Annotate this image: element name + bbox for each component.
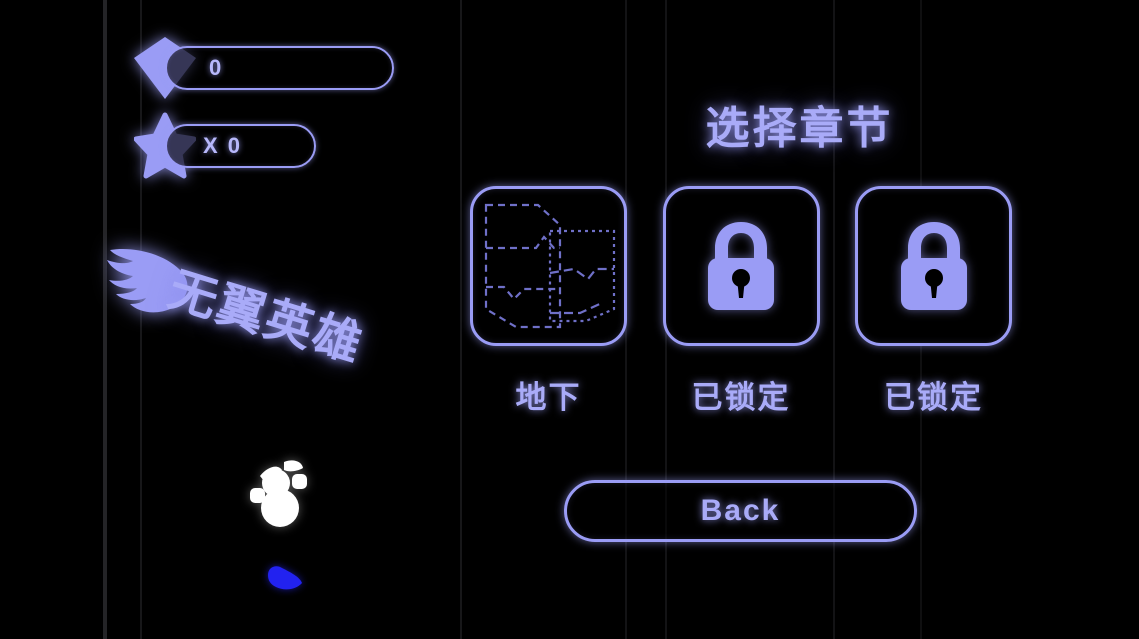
star-count-value: X 0 bbox=[203, 133, 243, 158]
chapter-item-0: 地下 bbox=[470, 186, 627, 417]
panel-title: 选择章节 bbox=[705, 104, 894, 153]
hero-sprite bbox=[248, 452, 310, 530]
back-button[interactable]: Back bbox=[564, 480, 917, 542]
chapter-label-0: 地下 bbox=[515, 380, 582, 415]
gem-count-value: 0 bbox=[209, 55, 224, 80]
chapter-card-locked-2[interactable] bbox=[855, 186, 1012, 346]
game-title: 无翼英雄 bbox=[162, 263, 370, 373]
wing-icon bbox=[104, 242, 190, 318]
chapter-card-locked-1[interactable] bbox=[662, 186, 820, 346]
lock-icon bbox=[708, 222, 774, 310]
game-title-group: 无翼英雄 bbox=[104, 228, 374, 373]
chapter-label-2: 已锁定 bbox=[884, 380, 983, 415]
gem-counter-pill: 0 bbox=[165, 46, 394, 90]
chapter-card-underground[interactable] bbox=[470, 186, 627, 346]
chapter-label-1: 已锁定 bbox=[691, 380, 791, 415]
blob-sprite bbox=[264, 563, 304, 593]
back-button-label: Back bbox=[700, 494, 781, 527]
chapter-item-2: 已锁定 bbox=[855, 186, 1012, 417]
panel: 选择章节 bbox=[460, 0, 1139, 639]
map-preview-icon bbox=[484, 203, 616, 329]
chapter-list: 地下 已锁定 已锁定 bbox=[470, 186, 1012, 417]
chapter-item-1: 已锁定 bbox=[662, 186, 820, 417]
lock-icon bbox=[900, 222, 967, 310]
star-counter-pill: X 0 bbox=[165, 124, 316, 168]
